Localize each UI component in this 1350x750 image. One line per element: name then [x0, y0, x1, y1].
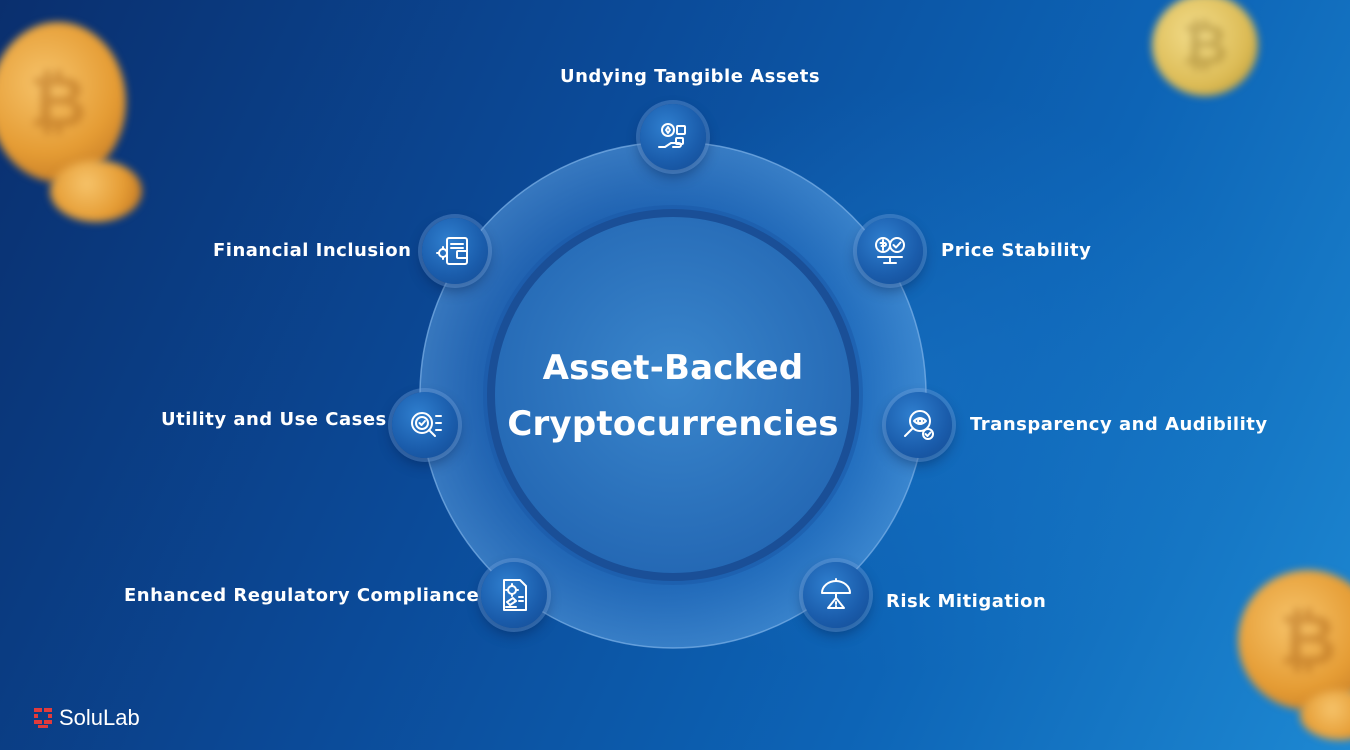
coin-decoration-top-left: ₿ — [0, 22, 126, 182]
price-stability-icon — [857, 218, 923, 284]
feature-label-regulatory-compliance: Enhanced Regulatory Compliance — [124, 585, 480, 606]
inner-disc — [487, 209, 859, 581]
transparency-audit-icon — [886, 392, 952, 458]
solulab-logo-text: SoluLab — [59, 705, 140, 730]
feature-label-tangible-assets: Undying Tangible Assets — [560, 66, 821, 87]
tangible-assets-icon — [640, 104, 706, 170]
center-title-line-2: Cryptocurrencies — [507, 404, 839, 444]
coin-decoration-top-right: ₿ — [1152, 0, 1258, 96]
solulab-logo-mark-icon — [34, 708, 52, 728]
feature-label-financial-inclusion: Financial Inclusion — [213, 240, 412, 261]
utility-use-cases-icon — [392, 392, 458, 458]
diagram-center-title: Asset-Backed Cryptocurrencies — [488, 340, 858, 452]
feature-label-utility: Utility and Use Cases — [161, 409, 387, 430]
solulab-logo[interactable]: SoluLab — [33, 705, 140, 731]
feature-label-risk-mitigation: Risk Mitigation — [886, 591, 1047, 612]
feature-label-transparency: Transparency and Audibility — [970, 414, 1268, 435]
coin-decoration-top-left-small — [50, 160, 142, 222]
risk-mitigation-icon — [803, 562, 869, 628]
financial-inclusion-icon — [422, 218, 488, 284]
center-title-line-1: Asset-Backed — [542, 348, 804, 388]
feature-label-price-stability: Price Stability — [941, 240, 1092, 261]
regulatory-compliance-icon — [481, 562, 547, 628]
coin-decoration-bottom-right: ₿ — [1238, 570, 1350, 710]
